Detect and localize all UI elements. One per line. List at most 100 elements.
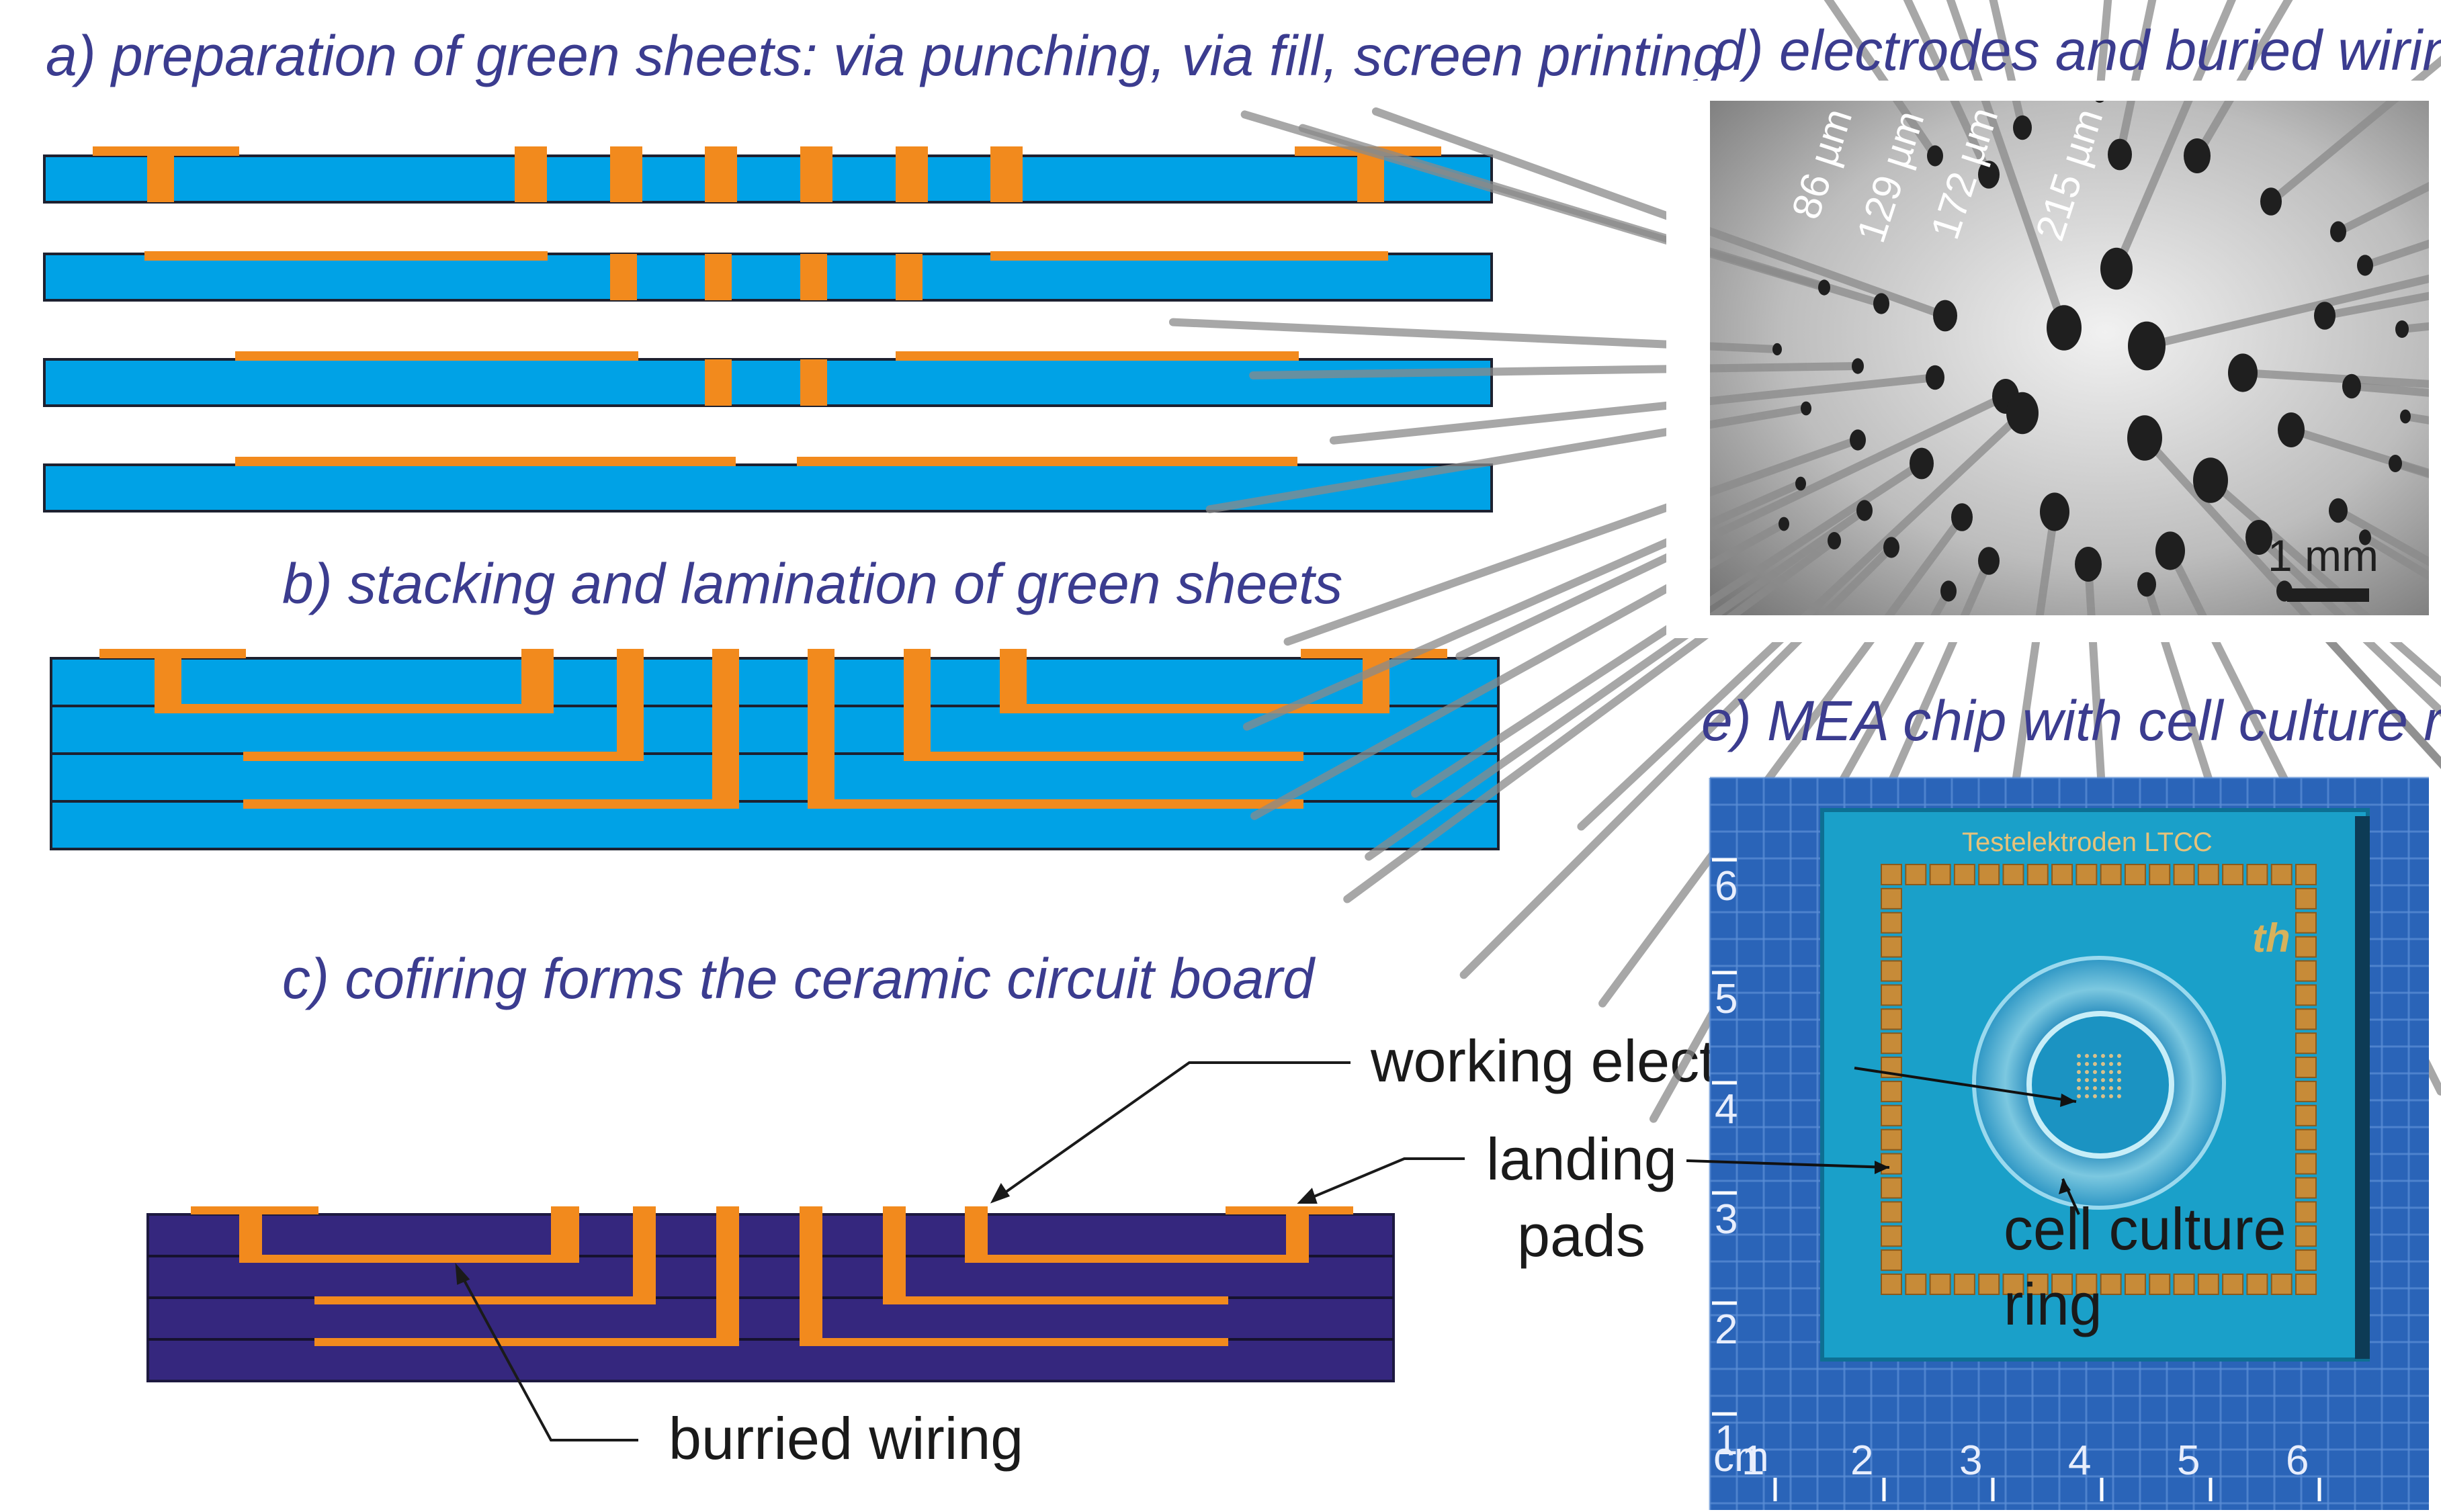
electrode-dot: [1883, 537, 1899, 558]
electrode-dot: [2359, 529, 2371, 545]
electrode-dot: [2400, 409, 2411, 424]
electrode-dot: [1978, 161, 2000, 189]
contact-pad: [2002, 1274, 2024, 1295]
contact-pad: [1881, 887, 1902, 909]
micro-electrode: [2117, 1054, 2121, 1058]
buried-wire: [2280, 587, 2441, 769]
contact-pad: [1881, 984, 1902, 1006]
contact-pad: [2149, 1274, 2171, 1295]
electrode-dot: [1801, 401, 1811, 416]
buried-wire: [2287, 426, 2441, 481]
electrode-dot: [2075, 547, 2102, 582]
buried-wire: [2321, 290, 2441, 320]
electrode-dot: [2278, 412, 2305, 447]
buried-wire: [2255, 533, 2441, 717]
panel-c: c) cofiring forms the ceramic circuit bo…: [146, 947, 1864, 1472]
buried-wire: [1989, 0, 2026, 132]
contact-pad: [2246, 864, 2268, 885]
contact-pad: [1881, 1153, 1902, 1175]
buried-wire: [2239, 369, 2441, 389]
micro-electrode: [2109, 1094, 2113, 1098]
electrode-dot: [2127, 415, 2162, 461]
scale-bar-label: 1 mm: [2268, 531, 2379, 580]
micro-electrode: [2117, 1062, 2121, 1066]
ruler-x-label: 2: [1850, 1437, 1873, 1484]
contact-pad: [2295, 936, 2317, 958]
contact-pad: [2295, 887, 2317, 909]
electrode-dot: [1779, 517, 1789, 531]
contact-pad: [1881, 1008, 1902, 1030]
laminated-stack: [50, 649, 1500, 850]
micro-electrode: [2077, 1070, 2081, 1074]
contact-pad: [1881, 1104, 1902, 1126]
contact-pad: [2222, 1274, 2244, 1295]
micro-electrode: [2085, 1078, 2089, 1082]
micro-electrode: [2093, 1062, 2097, 1066]
micro-electrode: [2101, 1078, 2105, 1082]
contact-pad: [2026, 864, 2049, 885]
buried-wiring-label: burried wiring: [669, 1405, 1023, 1472]
panel-a: a) preparation of green sheets: via punc…: [43, 24, 1724, 513]
electrode-dot: [1873, 293, 1889, 314]
micro-electrode: [2093, 1094, 2097, 1098]
ruler-x-label: 5: [2177, 1437, 2200, 1484]
contact-pad: [1978, 864, 2000, 885]
contact-pad: [2295, 1177, 2317, 1199]
chip-text: Testelektroden LTCC: [1962, 828, 2213, 857]
micro-electrode: [2093, 1070, 2097, 1074]
electrode-dot: [1772, 343, 1782, 356]
chip-logo: th: [2252, 916, 2290, 961]
electrode-dot: [2260, 187, 2282, 216]
electrode-dot: [2245, 520, 2272, 555]
buried-wire: [1824, 0, 1939, 160]
buried-wire: [2334, 175, 2441, 236]
contact-pad: [1881, 911, 1902, 934]
contact-pad: [2295, 960, 2317, 982]
contact-pad: [2075, 864, 2098, 885]
leader-lines: [455, 1061, 1465, 1441]
micro-electrode: [2085, 1054, 2089, 1058]
electrode-dot: [2228, 353, 2258, 392]
ruler-y-label: 4: [1715, 1086, 1738, 1132]
buried-wire: [1946, 0, 2068, 332]
micro-electrode: [2117, 1094, 2121, 1098]
micro-electrode: [2093, 1054, 2097, 1058]
buried-wire: [1371, 107, 1949, 320]
contact-pad: [2100, 864, 2122, 885]
ruler-x-label: 6: [2286, 1437, 2309, 1484]
electrode-dot: [2389, 455, 2402, 472]
electrode-dot: [1951, 503, 1973, 531]
landing-pads-label-line1: landing: [1486, 1126, 1677, 1192]
contact-pad: [2270, 1274, 2293, 1295]
contact-pad: [2295, 984, 2317, 1006]
contact-pad: [1881, 960, 1902, 982]
micro-electrode: [2117, 1078, 2121, 1082]
contact-pad: [2124, 1274, 2146, 1295]
electrode-micrograph: 1 mm 86 µm 129 µm 172 µm 215 µm: [1168, 0, 2441, 1172]
micro-electrode: [2093, 1086, 2097, 1090]
micro-electrode: [2109, 1070, 2113, 1074]
micro-electrode: [2077, 1094, 2081, 1098]
micro-electrode: [2085, 1086, 2089, 1090]
ruler-y-label: 1: [1715, 1417, 1738, 1464]
contact-pad: [2100, 1274, 2122, 1295]
electrode-dot: [2100, 247, 2133, 290]
electrode-dot: [2006, 392, 2039, 435]
contact-pad: [2295, 1057, 2317, 1079]
buried-wire: [2334, 506, 2441, 574]
contact-pad: [2222, 864, 2244, 885]
buried-wire: [2116, 0, 2157, 159]
buried-wire: [2207, 476, 2441, 688]
micrograph-frame: [1666, 81, 2441, 642]
micro-electrode: [2109, 1086, 2113, 1090]
cell-culture-label-line2: ring: [2004, 1271, 2102, 1337]
electrode-dot: [2357, 255, 2373, 276]
electrode-dot: [2013, 115, 2032, 140]
micro-electrode: [2109, 1062, 2113, 1066]
electrode-dot: [1933, 300, 1957, 332]
contact-pad: [2295, 1153, 2317, 1175]
contact-pad: [1881, 1032, 1902, 1055]
